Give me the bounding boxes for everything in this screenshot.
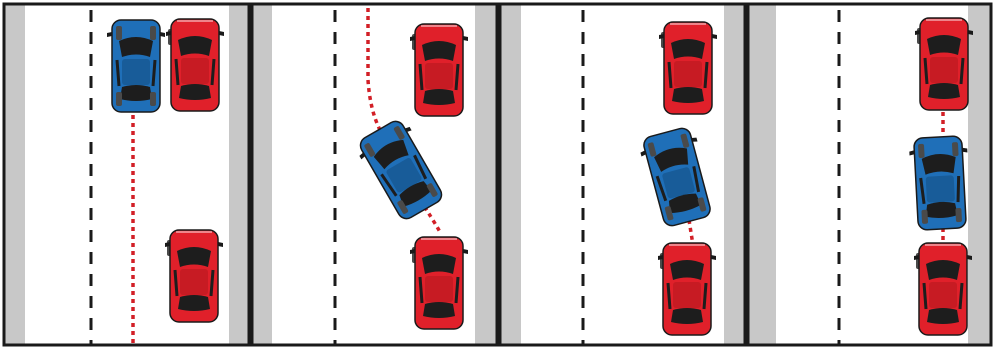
curb-right [968,5,990,344]
driver-car-blue [909,136,972,231]
parked-car-rear-red [658,243,716,335]
panel-step-1 [5,5,248,344]
parked-car-rear-red [914,243,972,335]
parked-car-front-red [166,19,224,111]
parked-car-front-red [915,18,973,110]
parked-car-front-red [659,22,717,114]
curb-left [253,5,272,344]
curb-left [749,5,776,344]
curb-left [5,5,25,344]
curb-right [724,5,744,344]
panel-step-4 [749,5,990,344]
curb-right [229,5,248,344]
curb-left [501,5,521,344]
driver-car-blue [107,20,165,112]
parked-car-rear-red [165,230,223,322]
curb-right [475,5,496,344]
parked-car-front-red [410,24,468,116]
parked-car-rear-red [410,237,468,329]
panel-step-2 [253,5,496,344]
panel-step-3 [501,5,744,344]
